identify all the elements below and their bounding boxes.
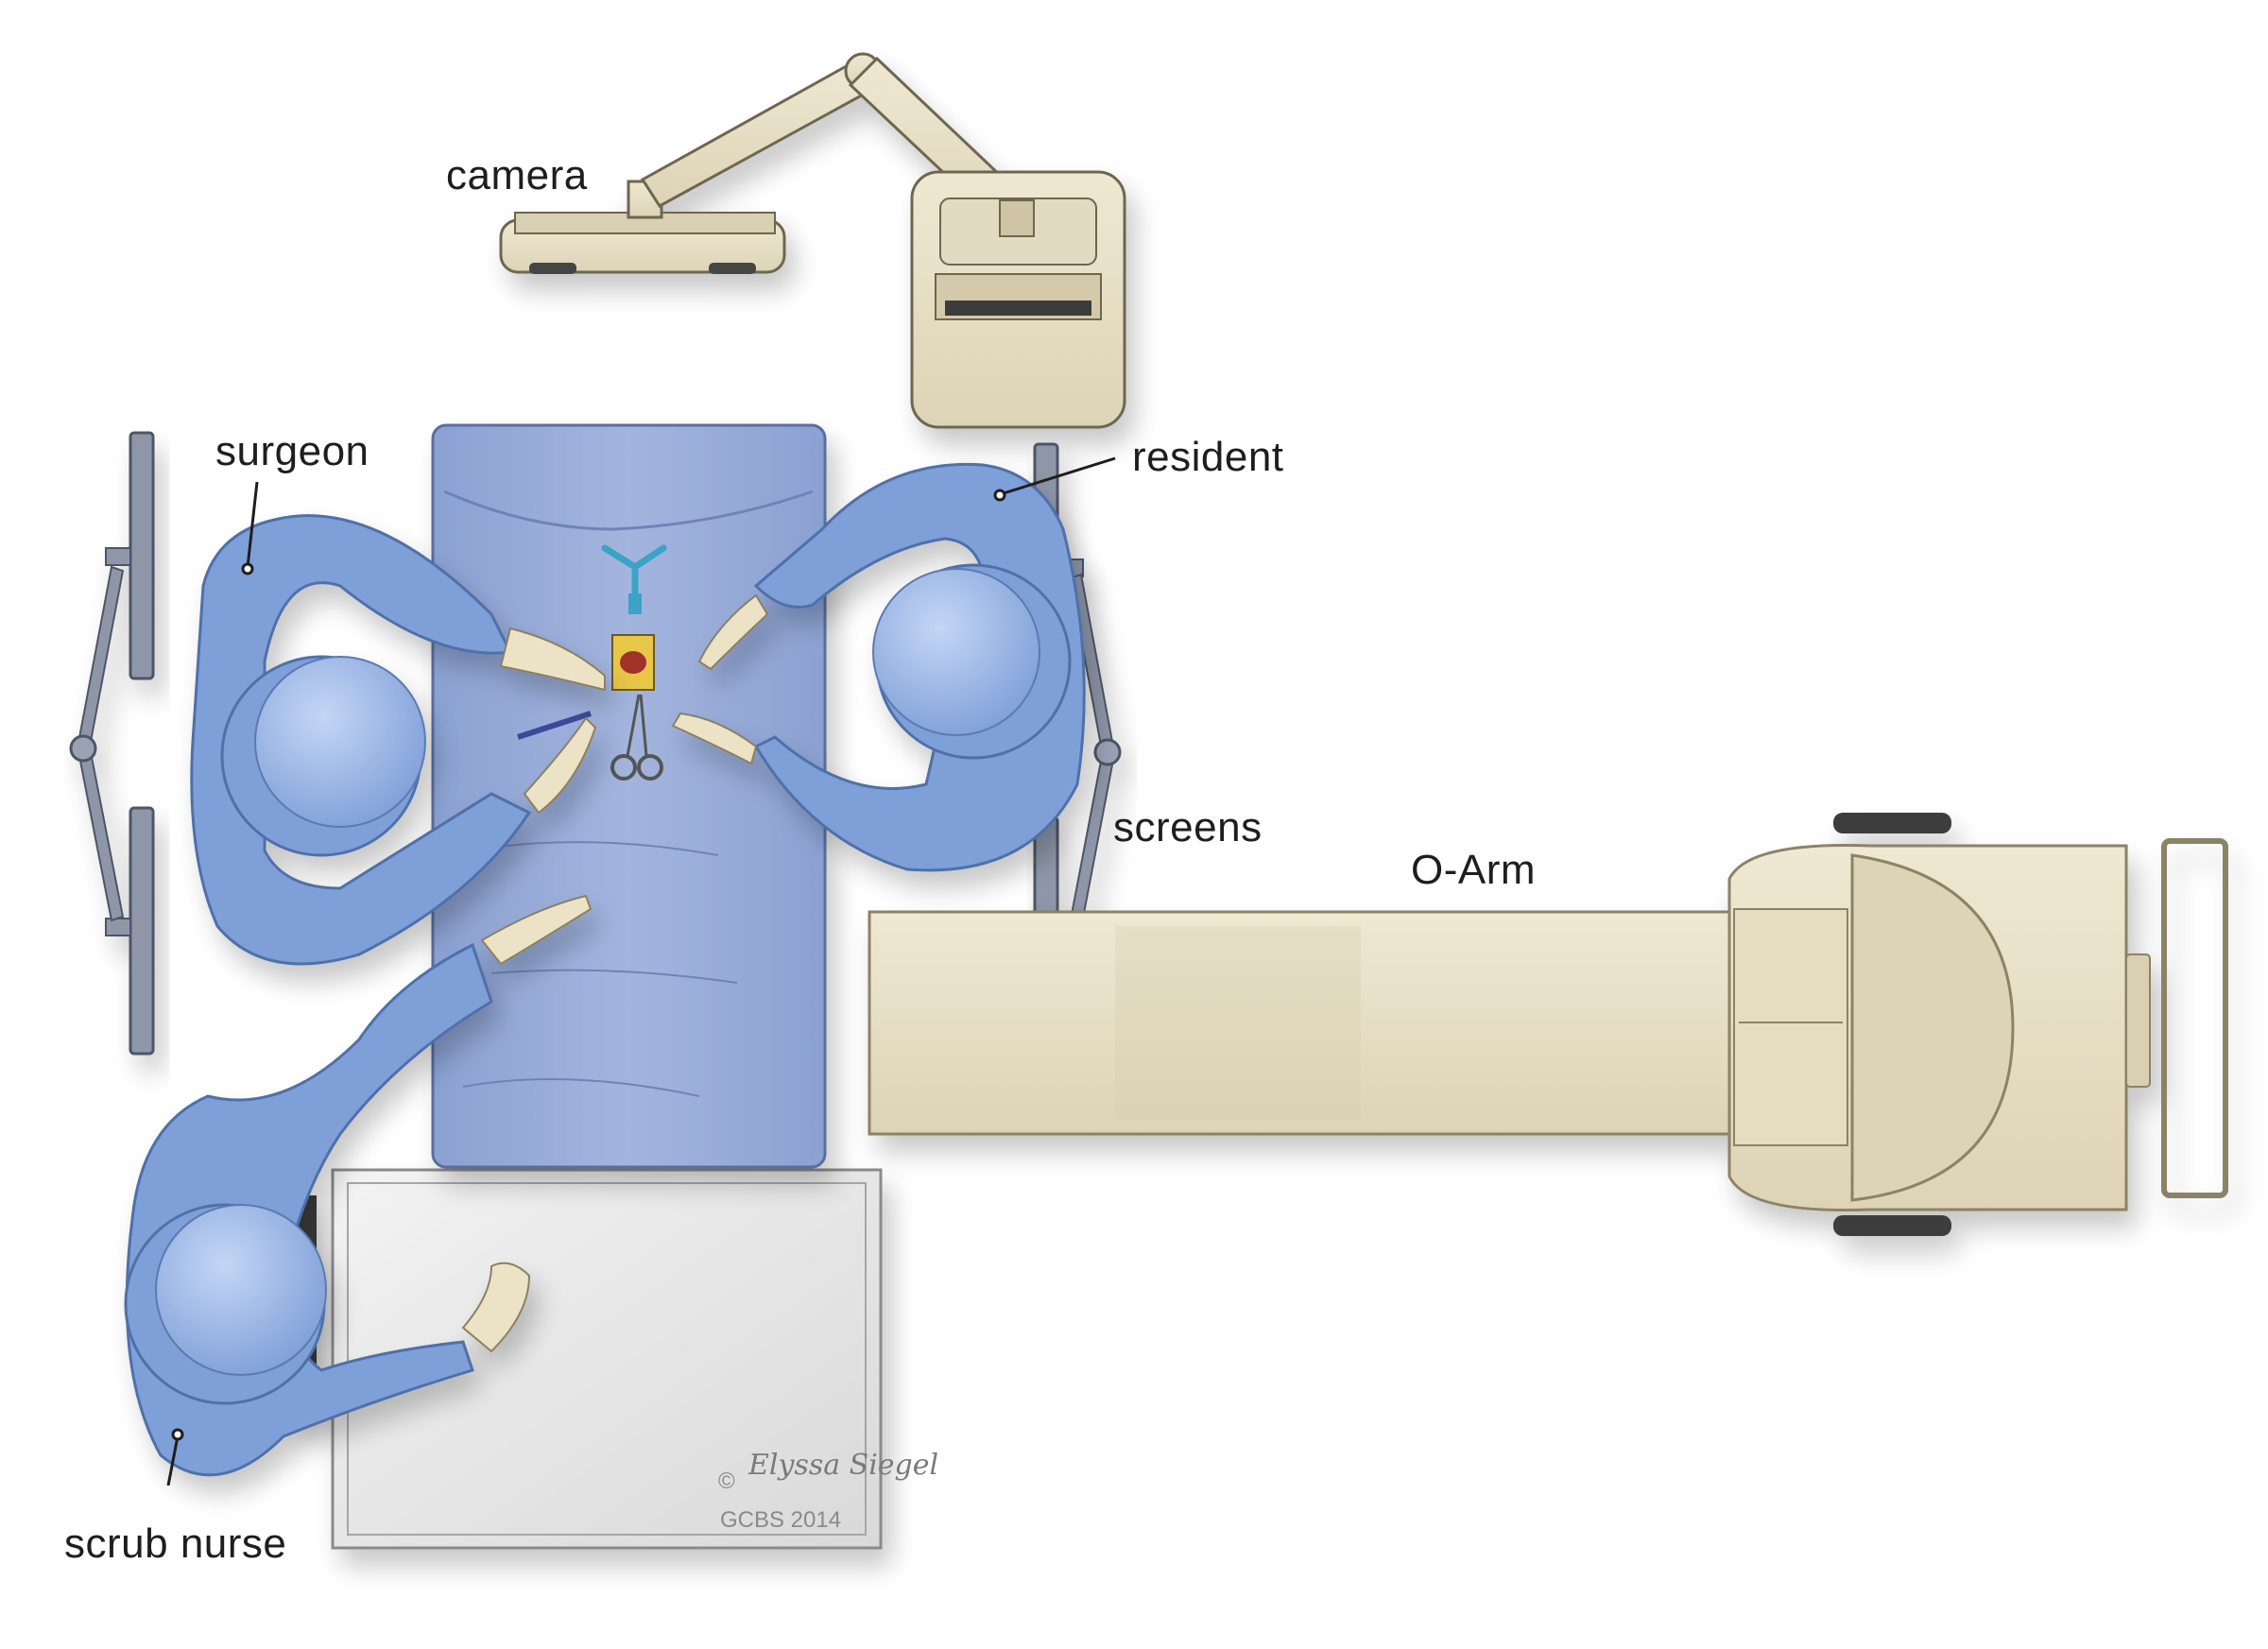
wheel: [1833, 813, 1951, 833]
screen-monitor: [129, 806, 155, 1056]
scrub-nurse-figure: [124, 894, 593, 1477]
wheel: [1833, 1215, 1951, 1236]
glove: [480, 894, 593, 966]
label-surgeon: surgeon: [215, 428, 369, 474]
camera-boom: [499, 52, 1126, 429]
operating-table-drape: [431, 423, 827, 1169]
scrub-nurse-leader: [166, 1435, 180, 1486]
leader-lines: [166, 456, 1116, 1486]
glove: [523, 716, 597, 815]
resident-leader: [1003, 456, 1116, 495]
navigation-reference-frame: [601, 544, 667, 597]
artist-signature: Elyssa Siegel: [747, 1449, 938, 1482]
glove: [697, 593, 769, 671]
glove: [671, 712, 758, 765]
label-o-arm: O-Arm: [1411, 847, 1536, 893]
o-arm-handle: [2161, 838, 2228, 1198]
label-screens: screens: [1113, 804, 1263, 850]
label-scrub-nurse: scrub nurse: [64, 1520, 286, 1567]
label-camera: camera: [446, 152, 588, 198]
glove: [461, 1262, 531, 1353]
left-screens: [69, 431, 155, 1056]
o-arm: [868, 813, 2228, 1236]
instrument: [610, 754, 637, 781]
resident-figure: [671, 462, 1086, 872]
screen-monitor: [129, 431, 155, 680]
camera-arm-segment: [640, 56, 880, 208]
surgeon-figure: [190, 514, 606, 966]
credit-line: GCBS 2014: [720, 1507, 841, 1533]
surgeon-leader: [246, 481, 259, 568]
artist-credit: © Elyssa Siegel GCBS 2014: [718, 1449, 938, 1533]
copyright-symbol: ©: [718, 1469, 735, 1494]
label-resident: resident: [1132, 434, 1284, 480]
glove: [499, 627, 606, 692]
